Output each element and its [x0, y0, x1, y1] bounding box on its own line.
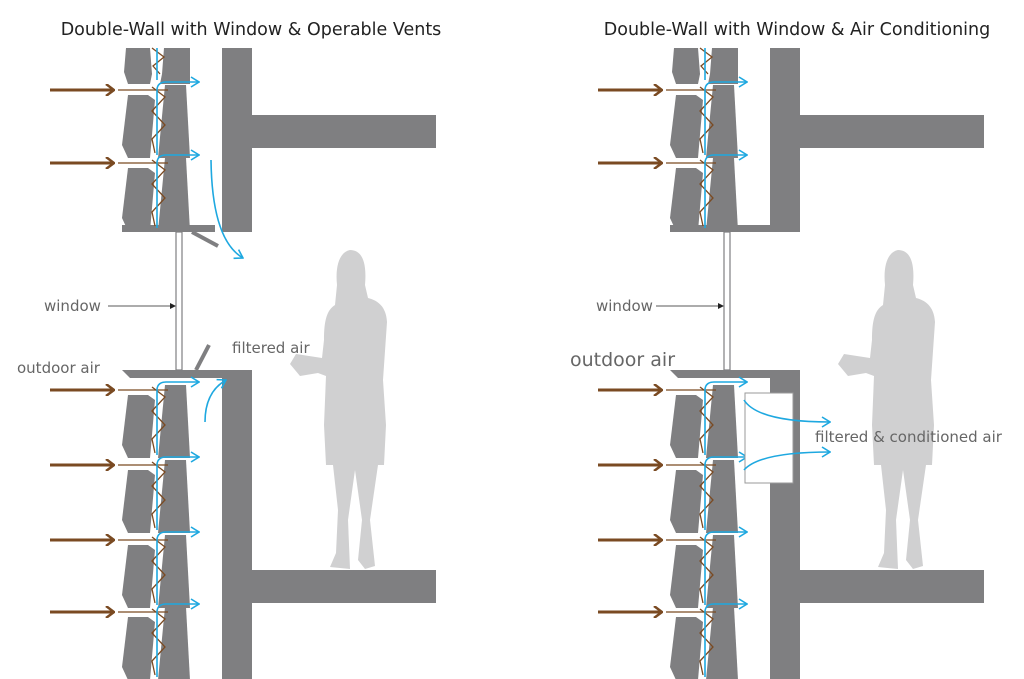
upper-vent-flap	[191, 230, 219, 248]
filter-zigzag	[151, 47, 166, 75]
outer-block	[670, 545, 703, 608]
air-conditioning-unit	[744, 392, 794, 484]
outer-block	[122, 168, 155, 231]
inner-block	[706, 158, 738, 231]
upper-inner-wall	[222, 48, 252, 232]
outer-block	[672, 48, 700, 84]
inner-block	[158, 460, 190, 533]
panel-extras	[191, 159, 243, 423]
outer-block	[670, 470, 703, 533]
upper-inner-wall	[770, 48, 800, 232]
block-wall	[598, 47, 747, 679]
upper-floor-slab	[800, 115, 984, 148]
lower-sill	[122, 370, 252, 378]
lower-inner-wall	[222, 370, 252, 679]
inner-block	[706, 85, 738, 158]
person-body	[838, 250, 935, 569]
outer-block	[122, 95, 155, 158]
upper-floor-slab	[252, 115, 436, 148]
lower-sill	[670, 370, 800, 378]
inner-block	[160, 48, 190, 84]
inner-block	[158, 385, 190, 458]
airflow-arrow	[156, 457, 199, 530]
lower-floor-slab	[800, 570, 984, 603]
window-pane	[175, 231, 183, 371]
inner-block	[706, 460, 738, 533]
conditioned-airflow-arrow	[743, 399, 830, 422]
filter-zigzag	[699, 159, 714, 227]
filter-zigzag	[699, 536, 714, 604]
filter-zigzag	[151, 536, 166, 604]
panel-air-conditioning: Double-Wall with Window & Air Conditioni…	[570, 20, 1003, 679]
inner-block	[158, 607, 190, 679]
lower-floor-slab	[252, 570, 436, 603]
outer-block	[122, 545, 155, 608]
filtered-airflow-arrow	[204, 380, 226, 423]
outer-block	[670, 395, 703, 458]
outer-block	[670, 168, 703, 231]
inner-block	[706, 607, 738, 679]
airflow-arrow	[704, 155, 747, 228]
window-label: window	[44, 297, 101, 315]
panel-operable-vents: Double-Wall with Window & Operable Vents…	[17, 20, 441, 679]
window-label: window	[596, 297, 653, 315]
filter-zigzag	[151, 386, 166, 454]
window-pointer-arrowhead	[170, 303, 176, 309]
airflow-arrow	[704, 457, 747, 530]
airflow-arrow	[704, 604, 747, 677]
airflow-arrow	[704, 532, 747, 605]
window-pane	[723, 231, 731, 371]
window-pointer-arrowhead	[718, 303, 724, 309]
outer-block	[122, 617, 155, 679]
outer-block	[124, 48, 152, 84]
airflow-arrow	[156, 604, 199, 677]
filtered-conditioned-air-label: filtered & conditioned air	[815, 428, 1003, 446]
outer-block	[670, 95, 703, 158]
inner-block	[706, 385, 738, 458]
filter-zigzag	[699, 608, 714, 676]
filter-zigzag	[151, 86, 166, 154]
filter-zigzag	[699, 386, 714, 454]
panel-title: Double-Wall with Window & Operable Vents	[61, 20, 442, 40]
filtered-air-label: filtered air	[232, 339, 310, 357]
wall-structure	[108, 48, 436, 679]
inner-block	[158, 158, 190, 231]
outer-block	[122, 395, 155, 458]
exhaust-airflow-arrow	[210, 159, 243, 258]
airflow-arrow	[156, 532, 199, 605]
inner-block	[158, 85, 190, 158]
airflow-arrow	[156, 82, 199, 155]
conditioned-airflow-arrow	[743, 452, 830, 471]
inner-block	[706, 535, 738, 608]
person-silhouette	[838, 250, 935, 569]
panel-extras	[743, 392, 830, 484]
outdoor-air-label: outdoor air	[570, 349, 675, 371]
person-body	[290, 250, 387, 569]
outer-block	[670, 617, 703, 679]
airflow-arrow	[156, 155, 199, 228]
airflow-arrow	[704, 82, 747, 155]
filter-zigzag	[699, 47, 714, 75]
lower-vent-flap	[194, 344, 211, 371]
filter-zigzag	[699, 86, 714, 154]
filter-zigzag	[151, 159, 166, 227]
inner-block	[708, 48, 738, 84]
filter-zigzag	[699, 461, 714, 529]
airflow-arrow	[156, 382, 199, 455]
outer-block	[122, 470, 155, 533]
inner-block	[158, 535, 190, 608]
person-silhouette	[290, 250, 387, 569]
outdoor-air-label: outdoor air	[17, 359, 101, 377]
panel-title: Double-Wall with Window & Air Conditioni…	[604, 20, 990, 40]
airflow-arrow	[704, 382, 747, 455]
filter-zigzag	[151, 461, 166, 529]
filter-zigzag	[151, 608, 166, 676]
block-wall	[50, 47, 199, 679]
